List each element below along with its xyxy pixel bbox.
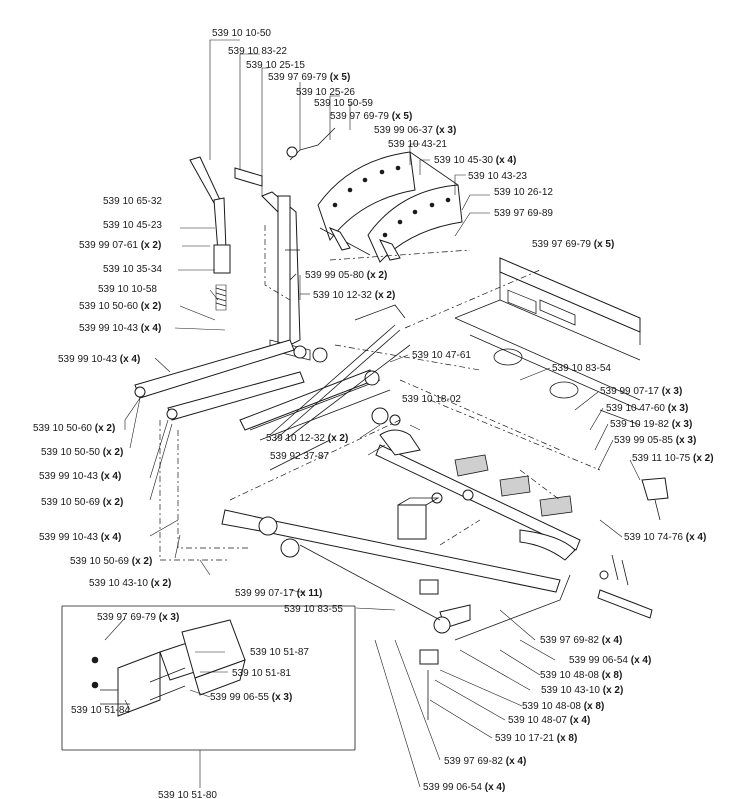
callout: 539 99 10-43 (x 4)	[58, 354, 140, 365]
callout: 539 10 51-81	[232, 668, 291, 679]
extension-springs	[454, 454, 573, 517]
callout: 539 92 37-87	[270, 451, 329, 462]
callout: 539 10 19-82 (x 3)	[610, 419, 692, 430]
callout: 539 10 48-07 (x 4)	[508, 715, 590, 726]
callout: 539 10 51-87	[250, 647, 309, 658]
callout: 539 10 50-50 (x 2)	[41, 447, 123, 458]
mower-frame	[399, 257, 641, 471]
callout: 539 10 48-08 (x 8)	[540, 670, 622, 681]
callout: 539 99 10-43 (x 4)	[79, 323, 161, 334]
callout: 539 10 45-23	[103, 220, 162, 231]
callout: 539 10 47-60 (x 3)	[606, 403, 688, 414]
callout: 539 10 83-54	[552, 363, 611, 374]
callout: 539 10 18-02	[402, 394, 461, 405]
callout: 539 10 51-80	[158, 790, 217, 799]
callout: 539 99 07-17 (x 11)	[235, 588, 322, 599]
callout: 539 10 74-76 (x 4)	[624, 532, 706, 543]
callout: 539 99 10-43 (x 4)	[39, 532, 121, 543]
callout: 539 99 06-37 (x 3)	[374, 125, 456, 136]
callout: 539 10 50-69 (x 2)	[41, 497, 123, 508]
callout: 539 97 69-89	[494, 208, 553, 219]
callout-labels: 539 10 10-50 539 10 83-22 539 10 25-15 5…	[33, 28, 714, 799]
callout: 539 10 50-69 (x 2)	[70, 556, 152, 567]
callout: 539 97 69-79 (x 5)	[532, 239, 614, 250]
callout: 539 10 25-15	[246, 60, 305, 71]
callout: 539 99 05-80 (x 2)	[305, 270, 387, 281]
lift-lever-assembly	[189, 156, 328, 363]
height-adjust-plates	[286, 127, 463, 263]
push-rods	[269, 304, 411, 471]
leader-lines	[104, 39, 641, 788]
callout: 539 10 10-58	[98, 284, 157, 295]
callout: 539 97 69-79 (x 3)	[97, 612, 179, 623]
callout: 539 99 07-61 (x 2)	[79, 240, 161, 251]
callout: 539 10 12-32 (x 2)	[313, 290, 395, 301]
callout: 539 10 50-59	[314, 98, 373, 109]
callout: 539 10 50-60 (x 2)	[33, 423, 115, 434]
callout: 539 97 69-79 (x 5)	[268, 72, 350, 83]
callout: 539 10 43-21	[388, 139, 447, 150]
callout: 539 97 69-82 (x 4)	[444, 756, 526, 767]
link-arms	[134, 339, 401, 441]
callout: 539 99 07-17 (x 3)	[600, 386, 682, 397]
lift-shaft-assembly	[221, 429, 669, 720]
callout: 539 10 10-50	[212, 28, 271, 39]
callout: 539 10 47-61	[412, 350, 471, 361]
callout: 539 99 06-54 (x 4)	[569, 655, 651, 666]
callout: 539 10 43-23	[468, 171, 527, 182]
callout: 539 10 45-30 (x 4)	[434, 155, 516, 166]
callout: 539 10 43-10 (x 2)	[541, 685, 623, 696]
callout: 539 10 65-32	[103, 196, 162, 207]
callout: 539 97 69-79 (x 5)	[330, 111, 412, 122]
front-bracket-assembly	[61, 605, 356, 751]
callout: 539 10 83-22	[228, 46, 287, 57]
callout: 539 10 83-55	[284, 604, 343, 615]
callout: 539 10 50-60 (x 2)	[79, 301, 161, 312]
callout: 539 10 26-12	[494, 187, 553, 198]
callout: 539 10 17-21 (x 8)	[495, 733, 577, 744]
callout: 539 10 25-26	[296, 87, 355, 98]
centerlines	[159, 225, 541, 561]
callout: 539 10 43-10 (x 2)	[89, 578, 171, 589]
callout: 539 97 69-82 (x 4)	[540, 635, 622, 646]
callout: 539 10 35-34	[103, 264, 162, 275]
callout: 539 10 12-32 (x 2)	[266, 433, 348, 444]
callout: 539 10 51-84	[71, 705, 130, 716]
callout: 539 99 10-43 (x 4)	[39, 471, 121, 482]
callout: 539 99 05-85 (x 3)	[614, 435, 696, 446]
callout: 539 10 48-08 (x 8)	[522, 701, 604, 712]
callout: 539 99 06-54 (x 4)	[423, 782, 505, 793]
callout: 539 11 10-75 (x 2)	[632, 453, 714, 464]
callout: 539 99 06-55 (x 3)	[210, 692, 292, 703]
